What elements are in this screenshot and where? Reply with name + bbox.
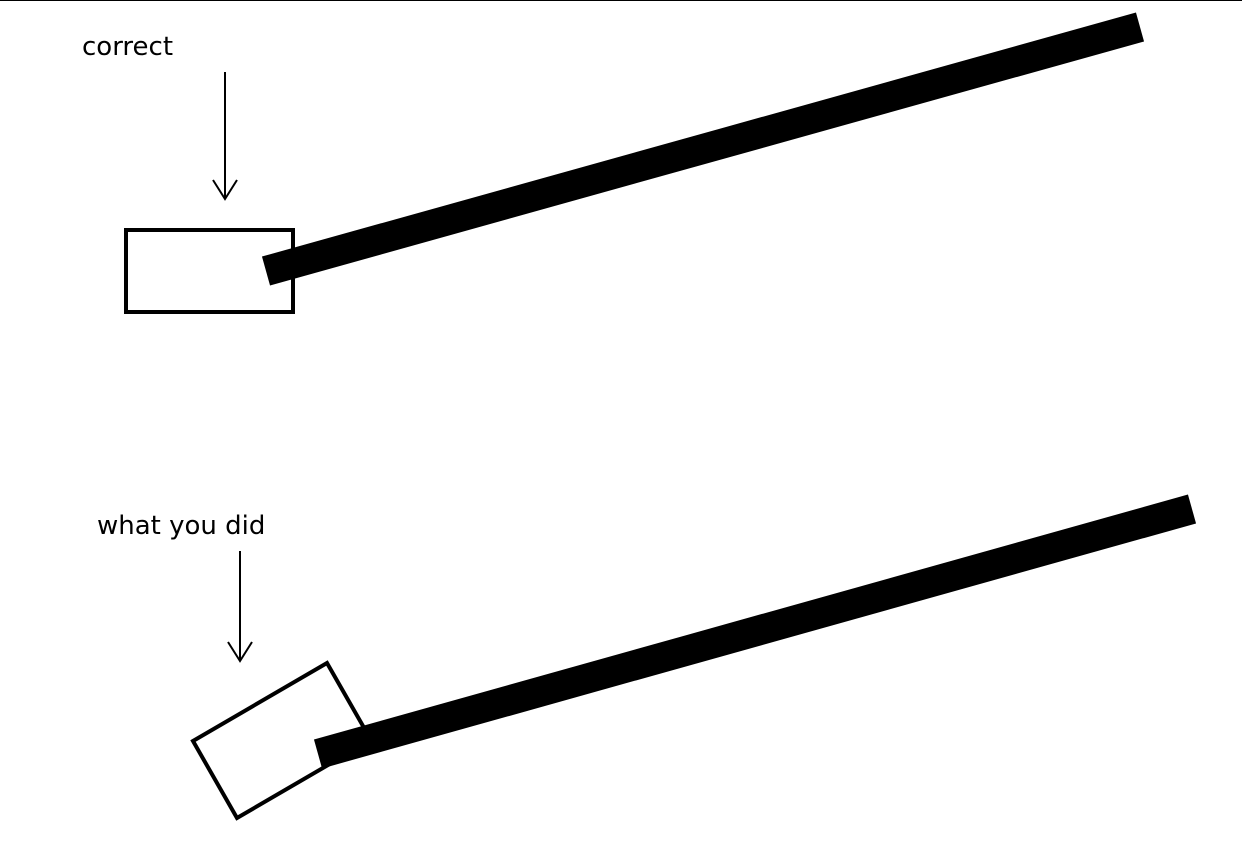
incorrect-bar [313,494,1197,769]
correct-arrow-head [212,179,238,201]
incorrect-arrow-head [227,641,253,663]
correct-label: correct [82,32,174,62]
what-you-did-label: what you did [97,511,266,541]
correct-example [124,12,1145,314]
incorrect-example [190,494,1197,821]
correct-bar [261,12,1145,286]
